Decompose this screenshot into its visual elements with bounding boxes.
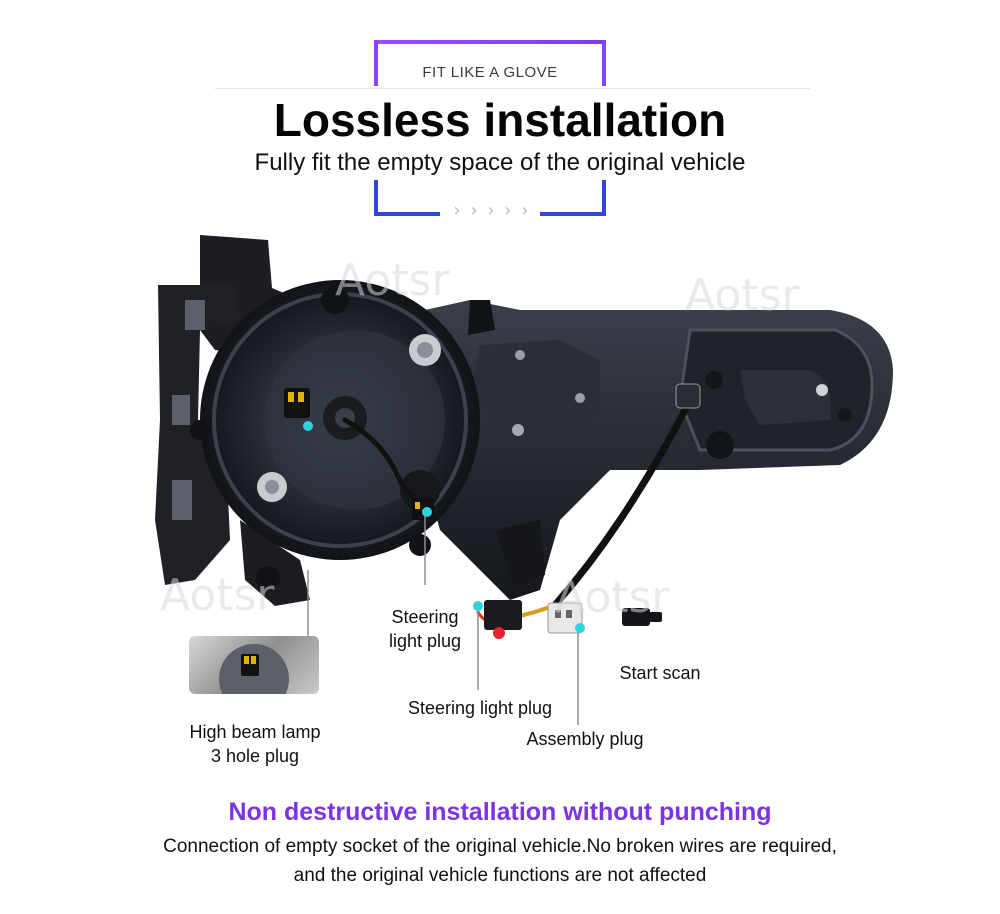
marker-steering-plug (422, 507, 432, 517)
callout-lines (307, 512, 579, 725)
page-title: Lossless installation (273, 94, 727, 146)
header-frame-bottom-left (374, 180, 378, 216)
header-frame-bottom-line-left (374, 212, 440, 216)
page-subtitle: Fully fit the empty space of the origina… (254, 149, 746, 176)
label-high-beam-line2: 3 hole plug (210, 746, 300, 766)
marker-high-beam (303, 421, 313, 431)
header-tag: FIT LIKE A GLOVE (422, 64, 558, 81)
label-steering-light-plug-1: Steering light plug (370, 605, 480, 653)
callout-markers (303, 421, 585, 639)
header-frame-left (374, 40, 378, 86)
label-high-beam-line1: High beam lamp (189, 722, 321, 742)
label-high-beam-plug: High beam lamp 3 hole plug (165, 720, 345, 768)
chevrons-icon: › › › › › (453, 200, 531, 221)
footer-line-1: Connection of empty socket of the origin… (163, 836, 837, 857)
plug-connectors (284, 383, 701, 634)
label-assembly-plug: Assembly plug (526, 729, 644, 749)
marker-steering-plug-2 (473, 601, 483, 611)
footer-line-2: and the original vehicle functions are n… (293, 865, 707, 886)
watermark-4: Aotsr (555, 572, 670, 623)
high-beam-plug-photo (189, 636, 319, 694)
lamp-bowl (190, 280, 480, 590)
label-steering-light-plug-2: Steering light plug (407, 698, 553, 718)
header-frame-bottom-right (602, 180, 606, 216)
header-frame-right (602, 40, 606, 86)
watermark-1: Aotsr (335, 255, 450, 306)
header-frame-top (374, 40, 606, 44)
watermark-logos: Aotsr Aotsr Aotsr Aotsr (160, 255, 800, 623)
label-steering-line1: Steering (391, 607, 459, 627)
label-steering-line2: light plug (388, 631, 462, 651)
lamp-housing (380, 300, 893, 600)
marker-assembly-plug (575, 623, 585, 633)
footer-headline: Non destructive installation without pun… (228, 798, 772, 826)
marker-red (493, 627, 505, 639)
footer-description: Connection of empty socket of the origin… (60, 832, 940, 890)
label-start-scan: Start scan (619, 663, 701, 683)
header-frame-bottom-line-right (540, 212, 606, 216)
watermark-3: Aotsr (160, 570, 275, 621)
watermark-2: Aotsr (685, 270, 800, 321)
header-divider (215, 88, 810, 89)
